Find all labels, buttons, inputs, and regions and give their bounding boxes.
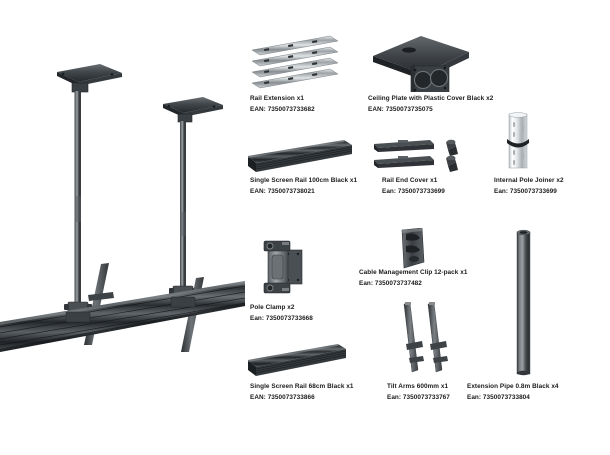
extension-pipe-ean: Ean: 7350073733804 [467, 394, 530, 401]
single-screen-rail-68cm-image [248, 344, 347, 378]
internal-pole-joiner-title: Internal Pole Joiner x2 [494, 177, 564, 184]
ceiling-plate-image [365, 30, 477, 95]
ceiling-plate-label: Ceiling Plate with Plastic Cover Black x… [368, 94, 493, 115]
tilt-arm-right [427, 302, 448, 373]
single-screen-rail-100cm-ean: EAN: 7350073738021 [250, 188, 315, 195]
assembly-right-pole [180, 121, 186, 316]
rail-extension-title: Rail Extension x1 [250, 95, 304, 102]
assembly-right-pole-joiner [180, 212, 186, 236]
internal-pole-joiner-image [494, 112, 542, 170]
rail-end-cover-image [372, 138, 472, 174]
rail-end-cover-screw-2 [446, 155, 458, 172]
pole-clamp-ean: Ean: 7350073733668 [250, 315, 313, 322]
cable-management-clip-label: Cable Management Clip 12-pack x1 Ean: 73… [359, 268, 467, 289]
assembly-svg [0, 64, 246, 352]
internal-pole-joiner-label: Internal Pole Joiner x2 Ean: 73500737336… [494, 176, 564, 197]
assembly-rail-bracket-right [170, 296, 196, 308]
tilt-arm-left [403, 302, 424, 373]
rail-end-cover-piece-2 [374, 156, 434, 168]
rail-end-cover-title: Rail End Cover x1 [382, 177, 438, 184]
ceiling-plate-ean: EAN: 7350073735075 [368, 106, 433, 113]
rail-end-cover-label: Rail End Cover x1 Ean: 7350073733699 [382, 176, 445, 197]
single-screen-rail-68cm-label: Single Screen Rail 68cm Black x1 EAN: 73… [250, 382, 354, 403]
extension-pipe-label: Extension Pipe 0.8m Black x4 Ean: 735007… [467, 382, 559, 403]
tilt-arms-title: Tilt Arms 600mm x1 [387, 383, 449, 390]
pole-clamp-label: Pole Clamp x2 Ean: 7350073733668 [250, 303, 313, 324]
rail-end-cover-ean: Ean: 7350073733699 [382, 188, 445, 195]
single-screen-rail-100cm-image [248, 140, 353, 174]
rail-extension-label: Rail Extension x1 EAN: 7350073733682 [250, 94, 315, 115]
tilt-arms-ean: Ean: 7350073733767 [387, 394, 450, 401]
internal-pole-joiner-ean: Ean: 7350073733699 [494, 188, 557, 195]
tilt-arms-image [396, 300, 454, 376]
single-screen-rail-100cm-title: Single Screen Rail 100cm Black x1 [250, 177, 358, 184]
assembly-left-ceiling-plate [57, 64, 122, 93]
cable-management-clip-title: Cable Management Clip 12-pack x1 [359, 269, 468, 276]
extension-pipe-image [513, 228, 535, 376]
cable-management-clip-image [396, 227, 432, 270]
single-screen-rail-100cm-label: Single Screen Rail 100cm Black x1 EAN: 7… [250, 176, 357, 197]
rail-extension-ean: EAN: 7350073733682 [250, 106, 315, 113]
assembly-screen-rail [0, 281, 246, 352]
cable-management-clip-ean: Ean: 7350073737482 [359, 280, 422, 287]
assembly-right-ceiling-plate [163, 97, 223, 123]
pole-clamp-title: Pole Clamp x2 [250, 304, 295, 311]
rail-extension-image [248, 34, 340, 90]
tilt-arms-label: Tilt Arms 600mm x1 Ean: 7350073733767 [387, 382, 450, 403]
ceiling-plate-title: Ceiling Plate with Plastic Cover Black x… [368, 95, 494, 102]
assembly-left-pole-joiner [74, 196, 81, 222]
rail-end-cover-screw-1 [446, 139, 458, 156]
assembly-rail-bracket-left [65, 311, 91, 323]
single-screen-rail-68cm-title: Single Screen Rail 68cm Black x1 [250, 383, 354, 390]
rail-end-cover-piece-1 [374, 140, 434, 152]
ceiling-mount-assembly-illustration [0, 0, 246, 450]
assembly-left-pole [74, 91, 81, 306]
pole-clamp-image [258, 238, 310, 300]
single-screen-rail-68cm-ean: EAN: 7350073733866 [250, 394, 315, 401]
extension-pipe-title: Extension Pipe 0.8m Black x4 [467, 383, 559, 390]
